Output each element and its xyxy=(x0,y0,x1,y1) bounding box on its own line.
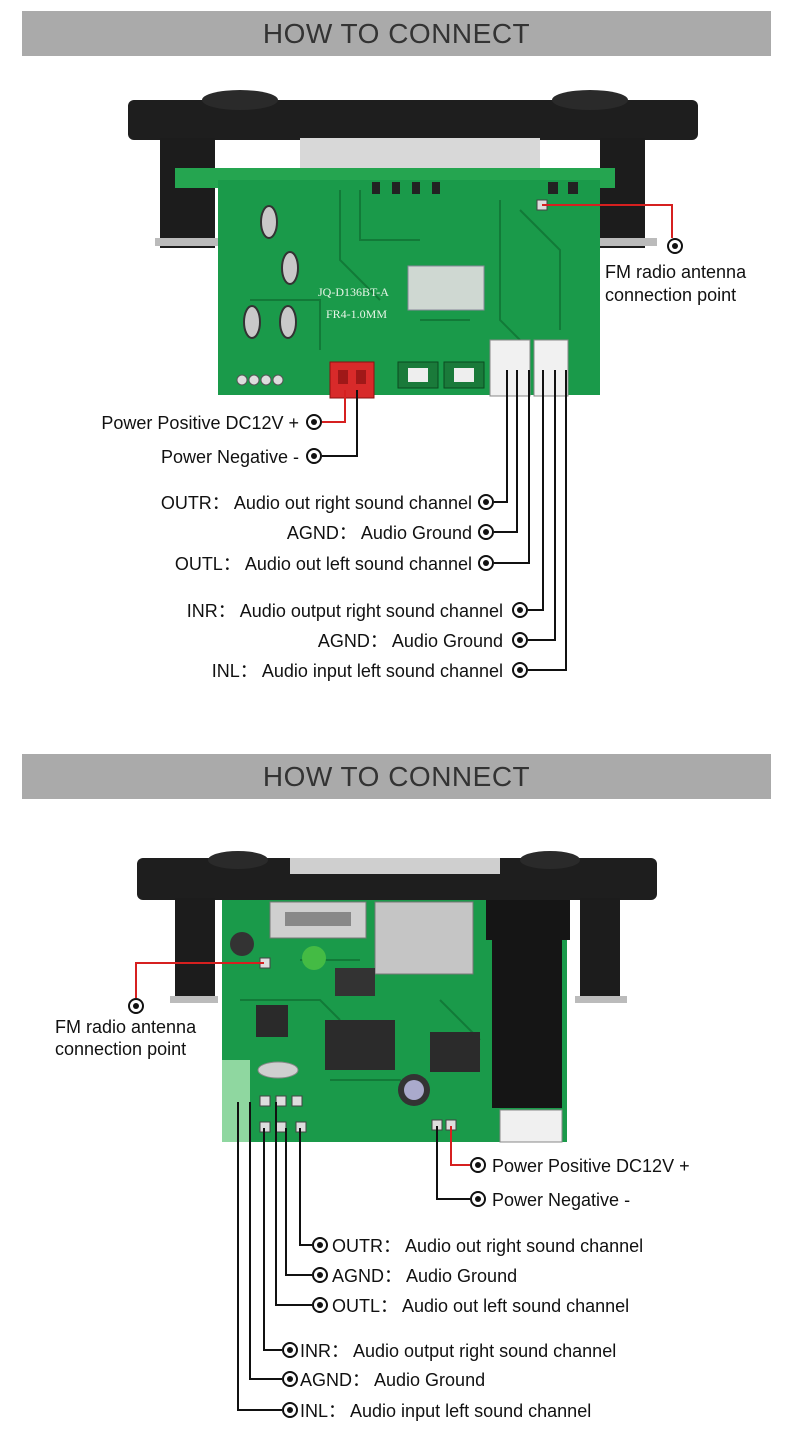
section-2-title: HOW TO CONNECT xyxy=(262,760,531,792)
board-2-top-frame xyxy=(137,858,657,900)
s1-agnd-label-2: AGND： Audio Ground xyxy=(317,631,503,651)
board-2-wires xyxy=(135,962,470,1411)
board-1-terminals xyxy=(306,238,683,678)
section-1-banner: HOW TO CONNECT xyxy=(22,11,771,56)
s2-fm-label-line1: FM radio antenna xyxy=(55,1017,197,1037)
board-2-sd-slot xyxy=(374,901,474,975)
board-1-silkscreen-spec: FR4-1.0MM xyxy=(326,307,387,321)
s1-fm-label-line1: FM radio antenna xyxy=(605,262,747,282)
board-1-audio-in-connector xyxy=(533,339,569,397)
board-1-top-frame xyxy=(128,100,698,140)
s1-inr-label: INR： Audio output right sound channel xyxy=(186,601,503,621)
s2-power-negative-label: Power Negative - xyxy=(492,1190,631,1210)
board-1-left-bracket xyxy=(160,138,215,248)
board-1-power-connector xyxy=(329,361,375,399)
section-2-banner: HOW TO CONNECT xyxy=(22,754,771,799)
s1-outr-label: OUTR： Audio out right sound channel xyxy=(160,493,472,513)
board-2 xyxy=(137,851,657,1143)
board-1-chip xyxy=(407,265,485,311)
s2-power-positive-label: Power Positive DC12V + xyxy=(492,1156,690,1176)
s2-fm-label-line2: connection point xyxy=(55,1039,187,1059)
s1-power-negative-label: Power Negative - xyxy=(160,447,299,467)
s1-inl-label: INL： Audio input left sound channel xyxy=(211,661,503,681)
s2-agnd-label-2: AGND： Audio Ground xyxy=(300,1370,486,1390)
s2-outr-label: OUTR： Audio out right sound channel xyxy=(332,1236,644,1256)
s2-agnd-label-1: AGND： Audio Ground xyxy=(332,1266,518,1286)
board-1-wires xyxy=(322,204,673,671)
s1-fm-label-line2: connection point xyxy=(605,285,737,305)
board-1: JQ-D136BT-A FR4-1.0MM xyxy=(128,90,698,399)
board-1-audio-out-connector xyxy=(489,339,531,397)
s1-agnd-label-1: AGND： Audio Ground xyxy=(286,523,472,543)
section-1-title: HOW TO CONNECT xyxy=(262,17,531,49)
board-1-silkscreen-model: JQ-D136BT-A xyxy=(318,285,389,299)
s2-inl-label: INL： Audio input left sound channel xyxy=(300,1401,592,1421)
board-2-audio-jack xyxy=(492,938,562,1108)
s1-outl-label: OUTL： Audio out left sound channel xyxy=(174,554,472,574)
board-1-right-bracket xyxy=(600,138,645,248)
s1-power-positive-label: Power Positive DC12V + xyxy=(101,413,299,433)
s2-inr-label: INR： Audio output right sound channel xyxy=(300,1341,617,1361)
s2-outl-label: OUTL： Audio out left sound channel xyxy=(332,1296,630,1316)
